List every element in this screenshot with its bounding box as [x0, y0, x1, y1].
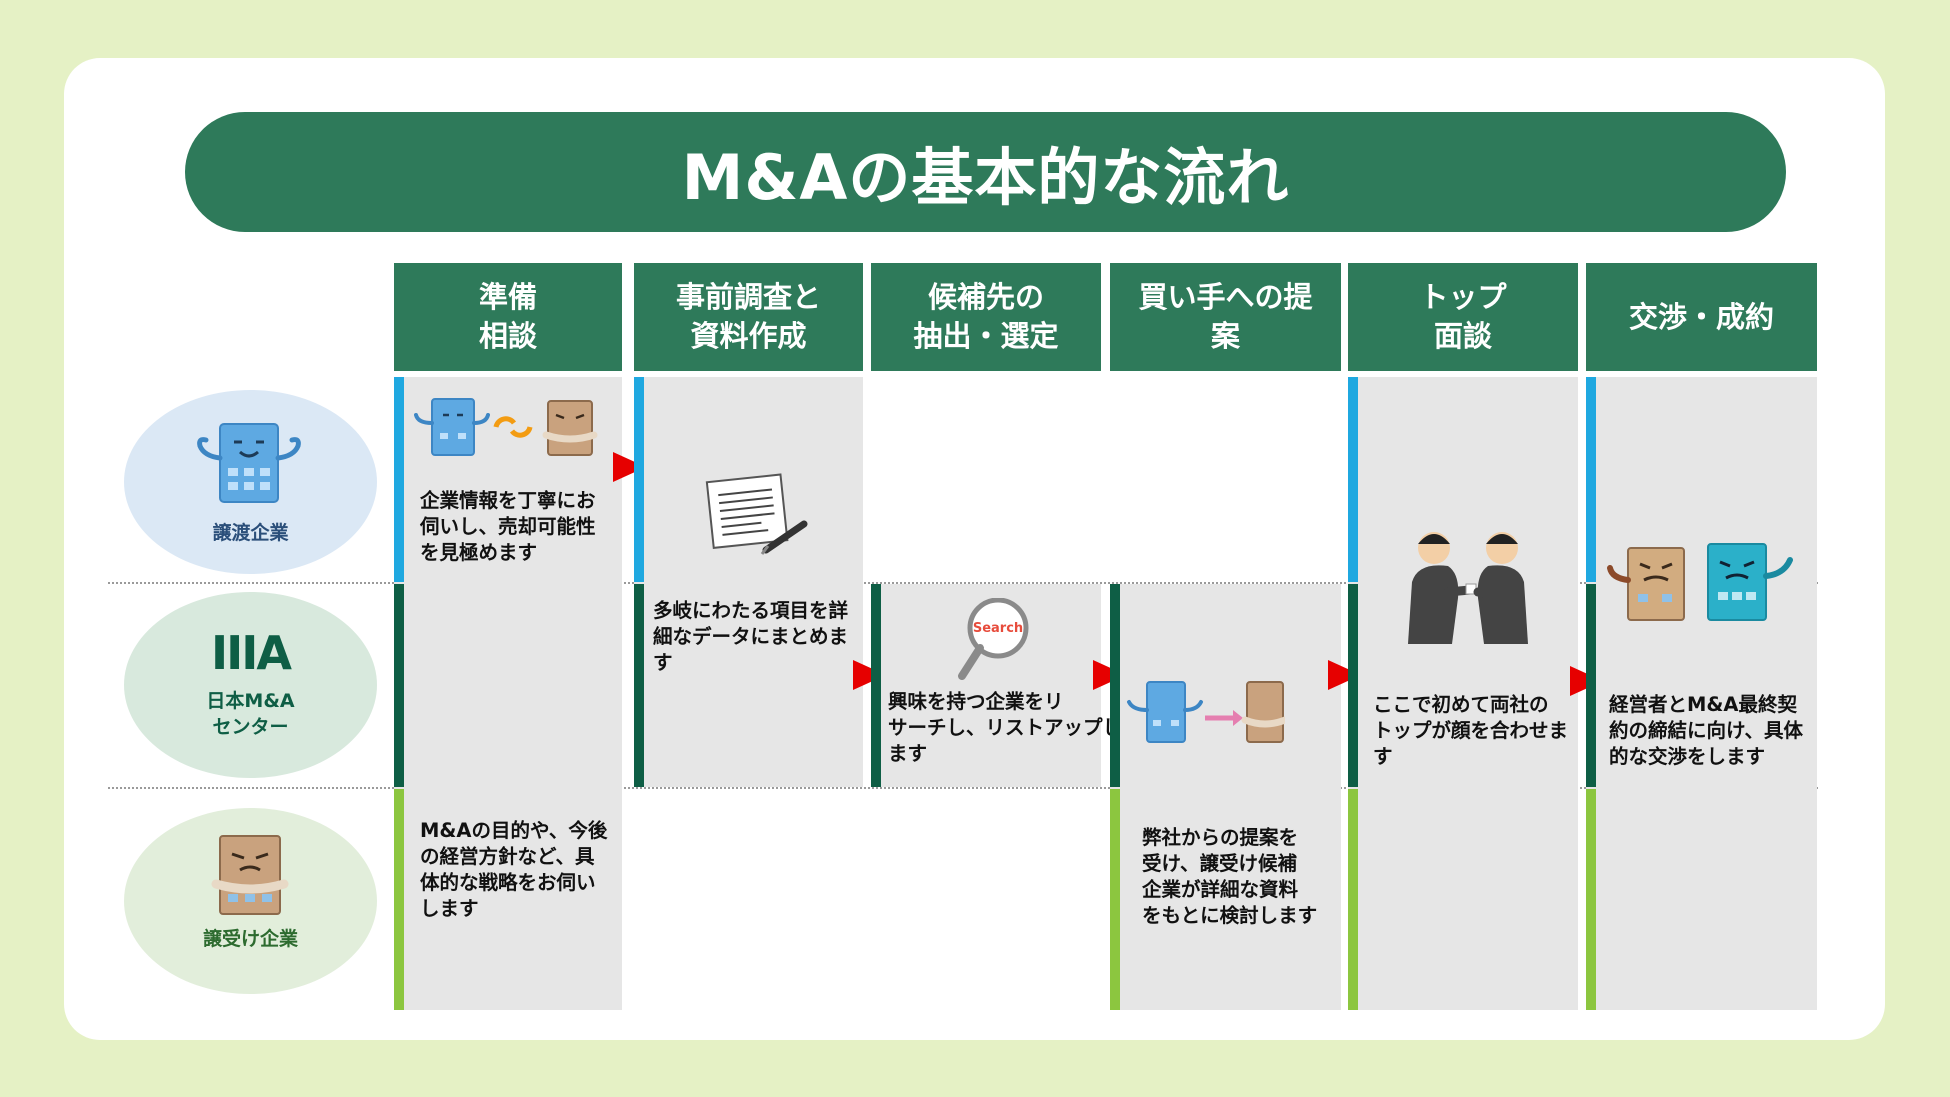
- step-header-proposal: 買い手への提 案: [1110, 263, 1341, 371]
- prep-column: [394, 377, 622, 1010]
- negotiation-buildings-icon: [1607, 543, 1793, 621]
- proposal-transfer-icon: [1127, 681, 1285, 743]
- deal-text: 経営者とM&A最終契 約の締結に向け、具体 的な交渉をします: [1609, 693, 1804, 768]
- search-icon-text: Search: [973, 621, 1023, 636]
- top-meeting-column: [1348, 377, 1578, 1010]
- proposal-text: 弊社からの提案を 受け、譲受け候補 企業が詳細な資料 をもとに検討します: [1142, 826, 1318, 927]
- top-meeting-text: ここで初めて両社の トップが顔を合わせま す: [1373, 693, 1569, 768]
- center-lane-bar: [1348, 584, 1358, 787]
- step-header-deal: 交渉・成約: [1586, 263, 1817, 371]
- seller-lane-bar: [1348, 377, 1358, 582]
- step-header-research: 事前調査と 資料作成: [634, 263, 863, 371]
- buyer-building-icon: [211, 835, 289, 915]
- center-lane-bar: [1586, 584, 1596, 787]
- seller-lane-bar: [394, 377, 404, 582]
- center-lane-bar: [394, 584, 404, 787]
- buyer-lane-bar: [394, 789, 404, 1010]
- seller-label: 譲渡企業: [212, 522, 289, 544]
- row-separator: [108, 582, 1818, 584]
- buyer-lane-bar: [1348, 789, 1358, 1010]
- seller-lane-bar: [1586, 377, 1596, 582]
- search-magnifier-icon: Search: [958, 598, 1029, 680]
- buyer-lane-bar: [1586, 789, 1596, 1010]
- research-column: [634, 377, 863, 787]
- seller-building-icon: [197, 423, 301, 503]
- select-text: 興味を持つ企業をリ サーチし、リストアップし ます: [888, 690, 1123, 765]
- prep-buyer-text: M&Aの目的や、今後 の経営方針など、具 体的な戦略をお伺い します: [420, 819, 608, 920]
- center-lane-bar: [871, 584, 881, 787]
- business-meeting-icon: [1408, 532, 1528, 644]
- step-header-prep: 準備 相談: [394, 263, 622, 371]
- companies-exchange-icon: [414, 398, 598, 456]
- center-label: 日本M&A センター: [206, 690, 295, 738]
- page-title: M&Aの基本的な流れ: [681, 141, 1290, 214]
- center-lane-bar: [1110, 584, 1120, 787]
- proposal-column: [1110, 584, 1341, 1010]
- document-pen-icon: [705, 473, 808, 555]
- deal-column: [1586, 377, 1817, 1010]
- research-text: 多岐にわたる項目を詳 細なデータにまとめま す: [653, 599, 849, 674]
- center-lane-bar: [634, 584, 644, 787]
- step-header-select: 候補先の 抽出・選定: [871, 263, 1101, 371]
- center-logo: IIIA: [211, 626, 292, 680]
- prep-seller-text: 企業情報を丁寧にお 伺いし、売却可能性 を見極めます: [420, 489, 596, 564]
- buyer-label: 譲受け企業: [202, 928, 298, 950]
- title-banner: M&Aの基本的な流れ: [185, 112, 1786, 232]
- center-lane-oval: [124, 592, 377, 778]
- step-header-top-meeting: トップ 面談: [1348, 263, 1578, 371]
- seller-lane-bar: [634, 377, 644, 582]
- buyer-lane-bar: [1110, 789, 1120, 1010]
- row-separator: [108, 787, 1818, 789]
